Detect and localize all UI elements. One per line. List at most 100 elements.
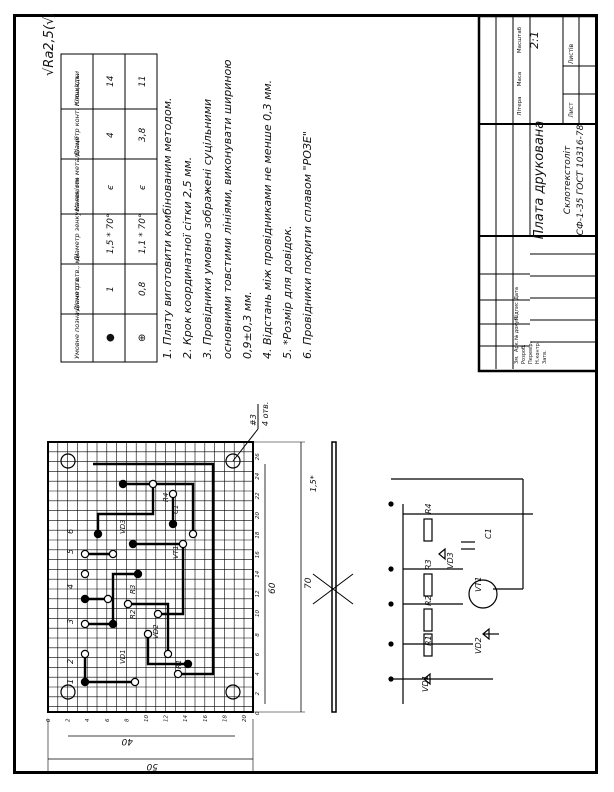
note-2: 2. Крок координатної сітки 2,5 мм. <box>181 157 194 359</box>
table-r1-symbol: ● <box>105 333 116 342</box>
schem-label-vd1: VD1 <box>421 675 430 692</box>
pin-1: 1 <box>66 679 75 684</box>
mounting-hole-4 <box>225 684 241 700</box>
stamp-pidpys: Підпис <box>514 302 520 320</box>
grid-number: 20 <box>255 512 261 519</box>
grid-number: 0 <box>255 711 261 715</box>
title-block-col-litera: Літера <box>517 96 523 115</box>
table-header-count: Кількість <box>73 75 81 106</box>
mounting-hole-2 <box>225 453 241 469</box>
sheet-frame <box>13 14 598 774</box>
roughness-mark: √Ra2,5(√) <box>42 14 57 76</box>
note-5: 5. *Розмір для довідок. <box>281 225 294 359</box>
drawing-svg: Плата друкована Склотекстоліт СФ-1-35 ГО… <box>13 12 599 774</box>
pcb-pad <box>80 619 90 629</box>
pcb-pad <box>168 519 178 529</box>
dim-50: 50 <box>146 761 158 771</box>
pcb-label-vd2: VD2 <box>152 624 160 639</box>
grid-number: 10 <box>255 610 261 617</box>
table-r1-metal: є <box>106 185 116 190</box>
board-section <box>331 441 337 713</box>
stamp-ark: Арк. <box>514 340 520 352</box>
schematic-r1 <box>423 633 433 657</box>
table-r2-count: 11 <box>138 76 148 87</box>
pcb-pad <box>163 649 173 659</box>
table-r1-diameter: 1 <box>106 286 116 292</box>
pcb-pad <box>143 629 153 639</box>
title-block-material: Склотекстоліт <box>563 145 573 214</box>
table-r1-countersink: 1,5 * 70° <box>106 214 116 255</box>
title-block-material-standard: СФ-1-35 ГОСТ 10316-78 <box>576 124 586 235</box>
pcb-pad <box>108 619 118 629</box>
pcb-pad <box>173 669 183 679</box>
pcb-pad <box>103 594 113 604</box>
schem-label-r1: R1 <box>424 635 433 646</box>
table-r1-count: 14 <box>106 75 116 87</box>
pcb-pad <box>153 609 163 619</box>
pcb-pad <box>128 539 138 549</box>
schem-label-vd2: VD2 <box>474 637 483 654</box>
table-r2-pad: 3,8 <box>138 127 148 142</box>
title-block-sheets: Листів <box>568 43 575 64</box>
grid-number: 8 <box>124 718 130 722</box>
pcb-pad <box>108 549 118 559</box>
grid-number: 0 <box>46 718 52 722</box>
grid-number: 22 <box>255 492 261 499</box>
pin-6: 6 <box>66 529 75 534</box>
note-1: 1. Плату виготовити комбінованим методом… <box>161 97 174 359</box>
drawing-sheet: Плата друкована Склотекстоліт СФ-1-35 ГО… <box>13 12 599 774</box>
pcb-label-r4: R4 <box>162 493 170 502</box>
grid-number: 18 <box>255 531 261 538</box>
schem-label-c1: C1 <box>484 528 493 539</box>
pcb-pad <box>80 677 90 687</box>
pcb-pad <box>80 549 90 559</box>
pcb-label-c1: C1 <box>172 505 180 514</box>
stamp-data: Дата <box>514 287 520 300</box>
grid-number: 6 <box>255 652 261 656</box>
schem-label-vt1: VT1 <box>474 577 483 592</box>
pcb-view: VD1 R1 R2 R3 VD2 VT1 VD3 R4 C1 1 2 3 4 5… <box>46 402 354 774</box>
schem-label-r3: R3 <box>424 559 433 570</box>
title-block-col-masshtab: Масштаб <box>517 26 523 53</box>
pcb-pad <box>188 529 198 539</box>
table-r2-countersink: 1,1 * 70° <box>138 214 148 255</box>
pcb-pad <box>130 677 140 687</box>
hole-callout-size: #3 <box>249 414 258 426</box>
table-header-pad: Діаметр конт. площадки <box>73 71 81 157</box>
hole-callout-count: 4 отв. <box>261 402 270 426</box>
pcb-label-r3: R3 <box>129 585 137 594</box>
dim-40: 40 <box>121 736 133 746</box>
pcb-pad <box>118 479 128 489</box>
stamp-zm: Зм. <box>514 355 520 364</box>
pcb-label-r1: R1 <box>175 660 183 669</box>
grid-number: 18 <box>222 715 228 722</box>
pcb-label-r2: R2 <box>129 609 137 619</box>
table-header-metallization: Наявність металізації <box>73 136 81 211</box>
title-block-title: Плата друкована <box>532 121 547 240</box>
grid-number: 16 <box>255 551 261 558</box>
grid-number: 24 <box>255 472 261 479</box>
table-header-symbol: Умовне позначення отв. <box>73 276 81 359</box>
title-block-scale: 2:1 <box>528 31 541 49</box>
pin-2: 2 <box>66 659 75 664</box>
pcb-pad <box>148 479 158 489</box>
pcb-pad <box>168 489 178 499</box>
pcb-pad <box>123 599 133 609</box>
pcb-pad <box>80 594 90 604</box>
dim-70: 70 <box>304 577 314 589</box>
note-3: 3. Провідники умовно зображені суцільним… <box>201 99 214 359</box>
pin-4: 4 <box>66 584 75 589</box>
pcb-pad <box>183 659 193 669</box>
table-r2-symbol: ⊕ <box>137 334 148 342</box>
grid-number: 8 <box>255 633 261 637</box>
stamp-role-zatv: Затв. <box>542 350 548 364</box>
stamp-role-rozrob: Розроб. <box>521 344 527 364</box>
schematic-vt1 <box>468 579 498 609</box>
symbol-table: Умовне позначення отв. Діаметр отв., мм … <box>60 53 158 363</box>
schem-label-r2: R2 <box>424 595 433 606</box>
pcb-pad <box>133 569 143 579</box>
title-block-col-masa: Маса <box>517 72 523 87</box>
dim-thickness: 1,5* <box>309 475 318 492</box>
